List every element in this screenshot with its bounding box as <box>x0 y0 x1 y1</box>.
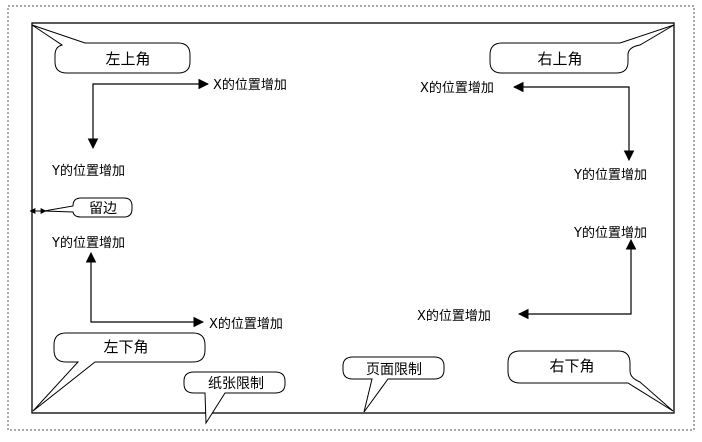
paper-boundary <box>7 5 695 431</box>
bottom-left-callout: 左下角 <box>32 332 206 412</box>
bottom-left-y-label: Y的位置增加 <box>51 235 125 251</box>
top-right-y-label: Y的位置增加 <box>573 167 647 183</box>
top-right-x-arrow <box>512 81 635 162</box>
top-right-callout: 右上角 <box>489 24 675 74</box>
top-left-x-label: X的位置增加 <box>213 77 287 93</box>
page-limit-callout: 页面限制 <box>342 356 445 413</box>
bottom-right-x-label: X的位置增加 <box>417 308 491 324</box>
bottom-right-y-label: Y的位置增加 <box>573 225 647 241</box>
bottom-right-label: 右下角 <box>549 357 594 375</box>
margin-label: 留边 <box>89 201 117 217</box>
bottom-left-x-arrow <box>85 251 205 328</box>
bottom-left-label: 左下角 <box>103 338 148 356</box>
paper-limit-label: 纸张限制 <box>208 376 264 392</box>
top-left-label: 左上角 <box>105 50 150 68</box>
top-right-x-label: X的位置增加 <box>420 80 494 96</box>
bottom-left-x-label: X的位置增加 <box>209 316 283 332</box>
bottom-right-callout: 右下角 <box>507 350 674 412</box>
paper-limit-callout: 纸张限制 <box>183 371 286 425</box>
top-left-y-label: Y的位置增加 <box>51 163 125 179</box>
top-left-callout: 左上角 <box>31 24 191 74</box>
top-right-label: 右上角 <box>537 50 582 68</box>
page-boundary <box>31 22 675 414</box>
top-left-x-arrow <box>87 78 210 150</box>
bottom-right-x-arrow <box>517 238 637 320</box>
page-limit-label: 页面限制 <box>366 362 422 378</box>
margin-callout: 留边 <box>29 197 133 218</box>
